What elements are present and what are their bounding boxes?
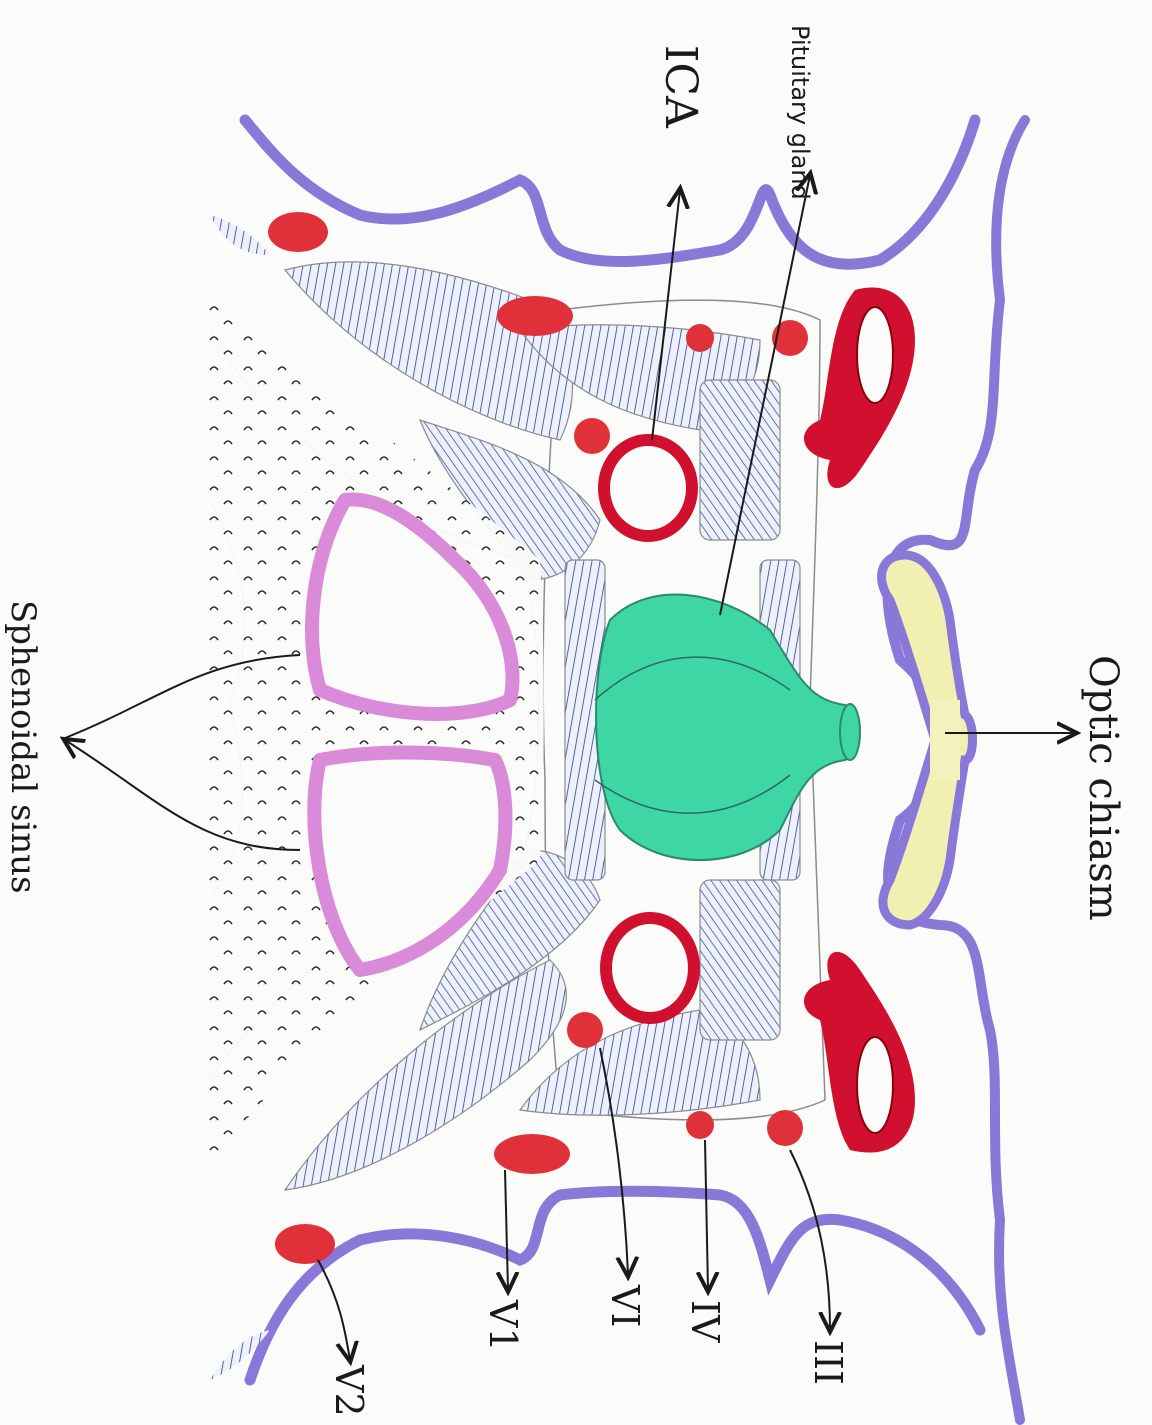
label-sphenoidal-sinus: Sphenoidal sinus xyxy=(3,600,43,894)
label-ica: ICA xyxy=(655,45,706,129)
label-nerve-v1: V1 xyxy=(481,1299,525,1352)
nerve-iii-lower xyxy=(767,1110,803,1146)
ica-lower xyxy=(606,918,694,1018)
ica-upper xyxy=(604,440,692,536)
label-pituitary-gland: Pituitary gland xyxy=(786,25,814,200)
fibrous-sella-lower xyxy=(700,880,780,1040)
carotid-loop-upper xyxy=(804,287,915,488)
dura-outline-inner xyxy=(245,120,975,264)
pituitary-gland xyxy=(596,595,856,860)
nerve-v1-upper xyxy=(497,296,573,336)
nerve-v2-lower xyxy=(275,1224,335,1264)
label-nerve-v2: V2 xyxy=(327,1364,371,1417)
carotid-loop-upper-lumen xyxy=(857,307,893,403)
pituitary-stalk-end xyxy=(840,704,860,760)
nerve-vi-lower xyxy=(567,1012,603,1048)
arrow-nerve-v1 xyxy=(505,1170,508,1290)
arrow-nerve-v2 xyxy=(318,1260,350,1360)
label-nerve-iii: III xyxy=(806,1340,850,1385)
nerve-vi-upper xyxy=(574,418,610,454)
fibrous-upper-small xyxy=(210,215,270,255)
label-nerve-iv: IV xyxy=(683,1300,727,1343)
nerve-v1-lower xyxy=(494,1134,570,1174)
optic-chiasm-stalk xyxy=(930,700,960,780)
nerve-v2-upper xyxy=(268,212,328,252)
carotid-loop-lower-lumen xyxy=(857,1037,893,1133)
label-nerve-vi: VI xyxy=(603,1284,647,1327)
label-optic-chiasm: Optic chiasm xyxy=(1080,655,1126,921)
nerve-iv-lower xyxy=(686,1111,714,1139)
nerve-iv-upper xyxy=(686,324,714,352)
arrow-nerve-iv xyxy=(705,1140,708,1290)
